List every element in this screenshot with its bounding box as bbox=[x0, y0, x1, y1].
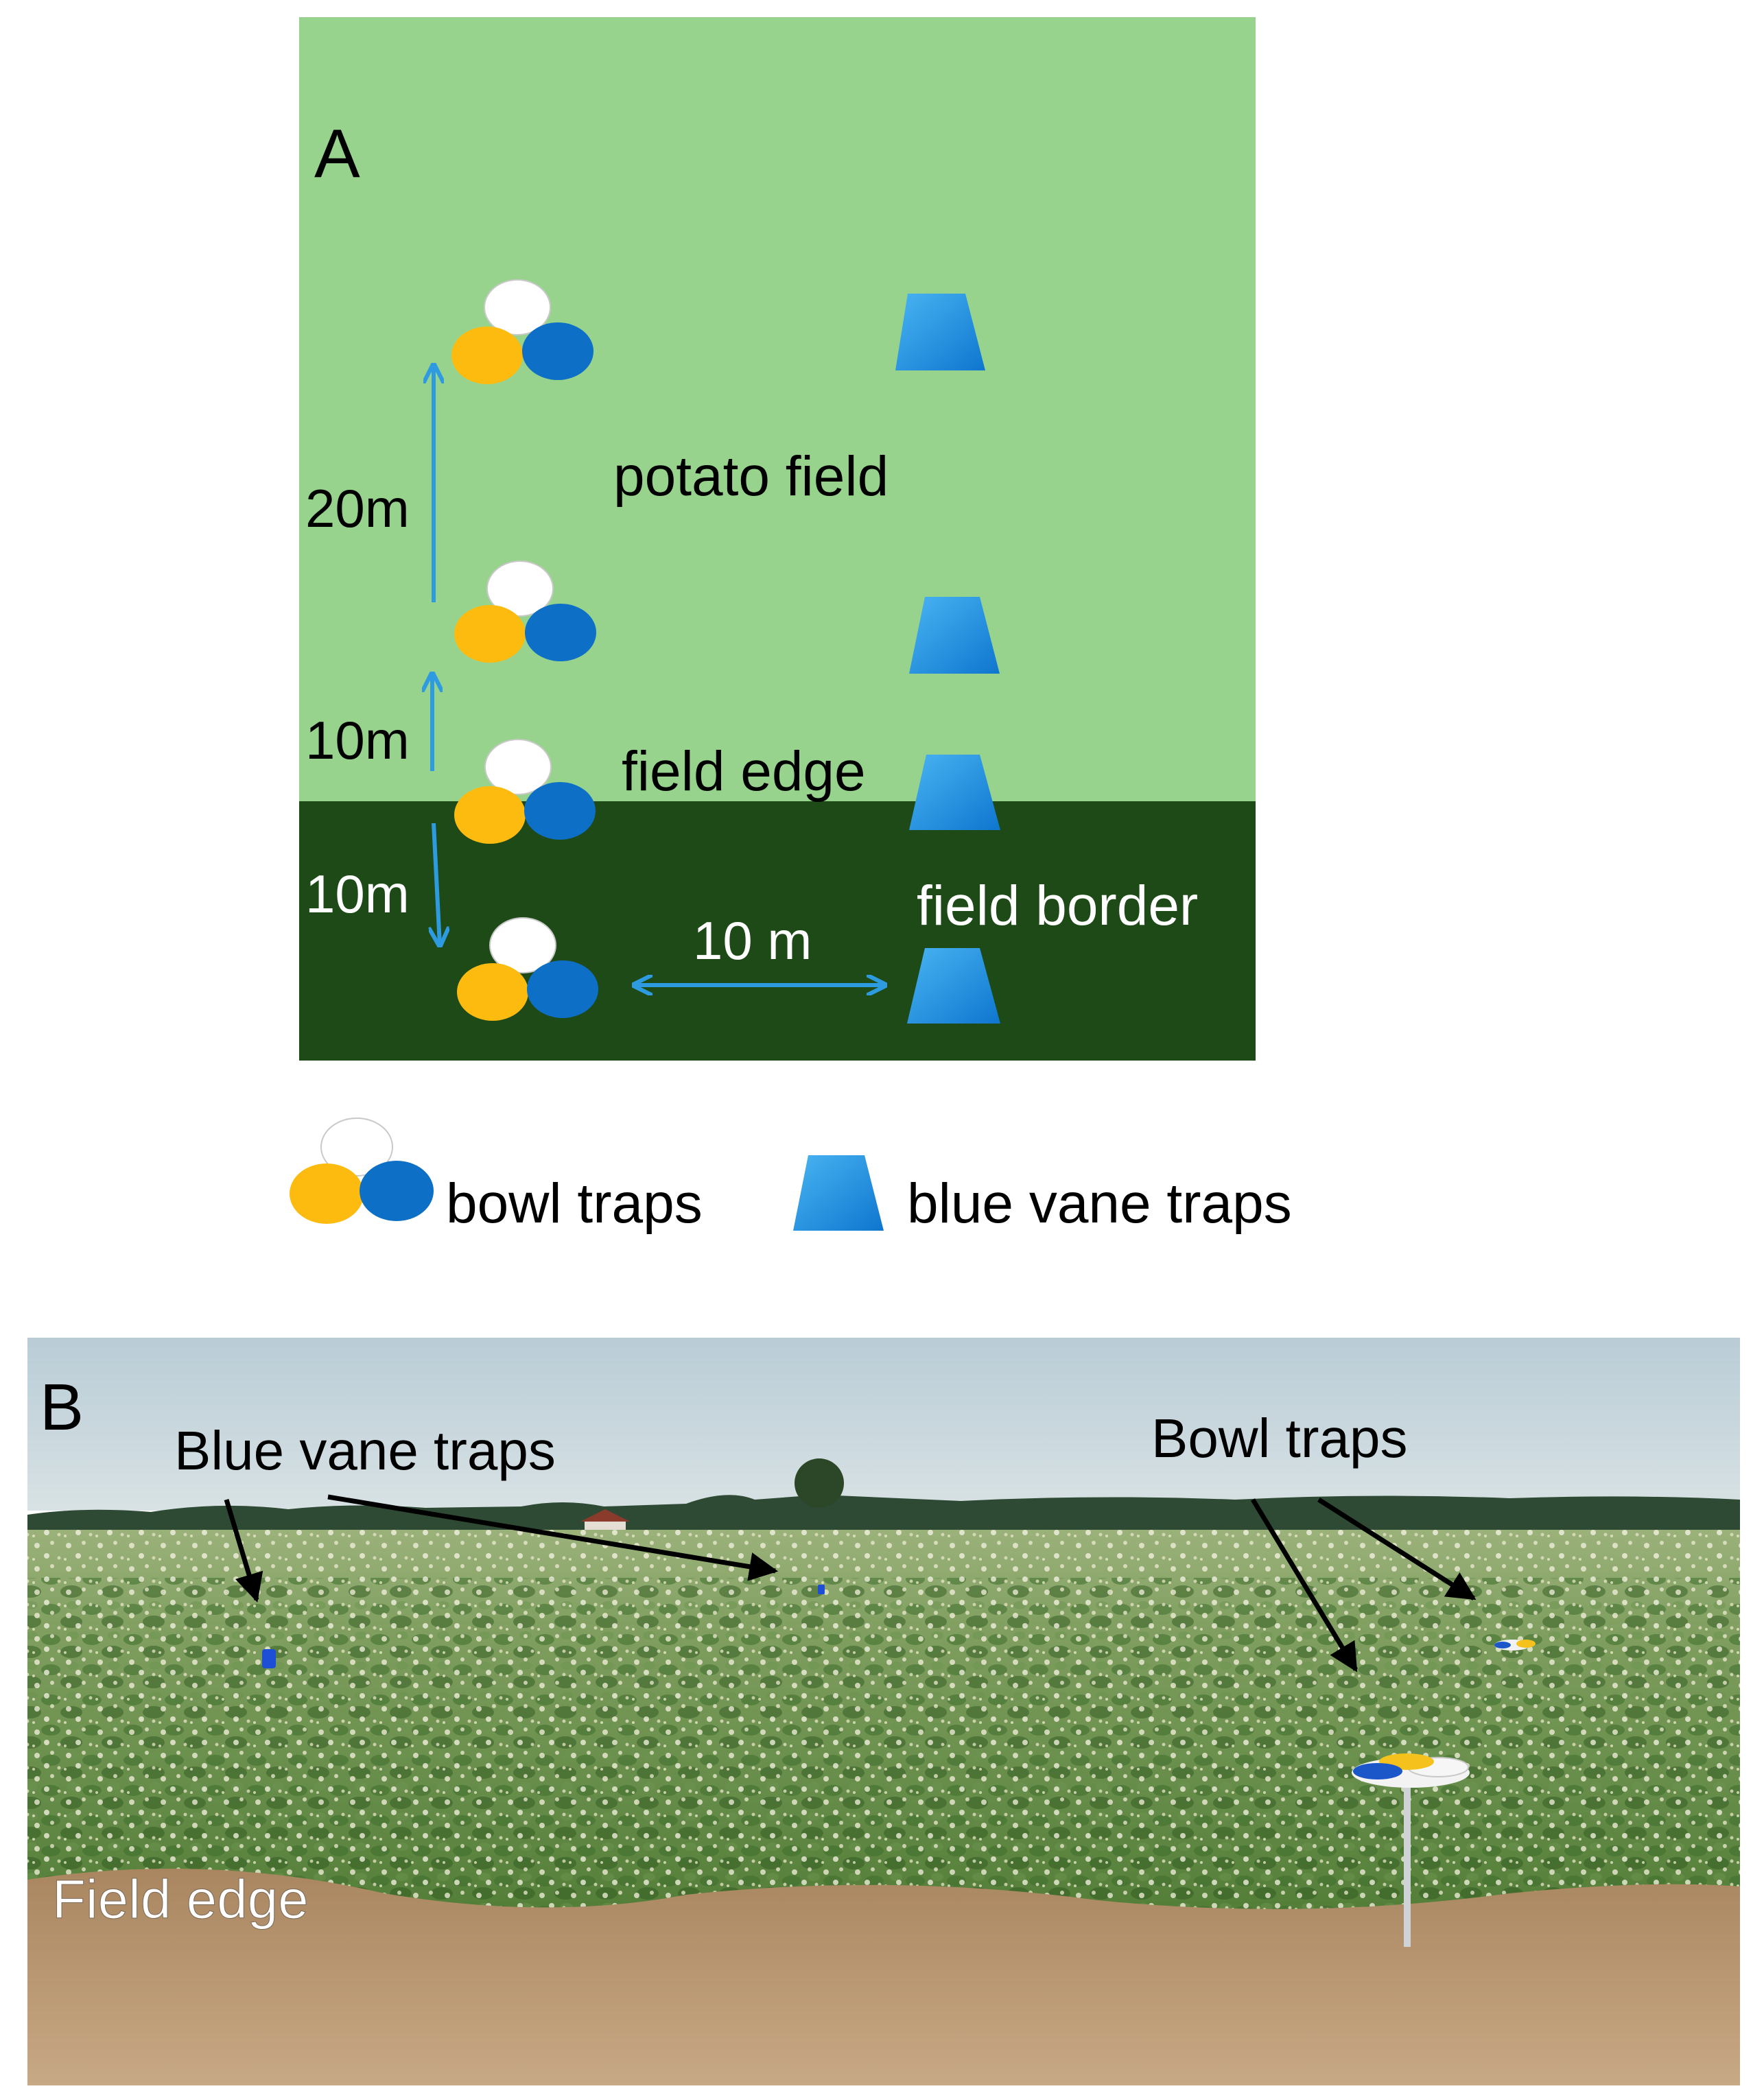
label-potato-field: potato field bbox=[613, 445, 889, 508]
blue-vane-trap-edge bbox=[909, 755, 1000, 830]
photo-blue-vane-trap-far bbox=[818, 1585, 825, 1594]
label-field-edge-photo: Field edge bbox=[52, 1869, 309, 1930]
blue-vane-trap-second bbox=[909, 597, 1000, 674]
panel-b-photo: B Blue vane traps Bowl traps Field edge bbox=[27, 1338, 1740, 2085]
sky bbox=[27, 1338, 1740, 1511]
label-bowl-traps: Bowl traps bbox=[1151, 1408, 1407, 1469]
legend-blue-vane-traps-label: blue vane traps bbox=[907, 1172, 1292, 1235]
soil bbox=[27, 1869, 1740, 2085]
blue-vane-trap-top bbox=[895, 294, 985, 370]
panel-a: A 20m bbox=[299, 17, 1256, 1061]
farm-house-roof bbox=[580, 1509, 630, 1522]
distance-label-10m-horizontal: 10 m bbox=[693, 910, 812, 971]
distance-label-20m: 20m bbox=[305, 478, 410, 539]
potato-crop-flowers bbox=[27, 1530, 1740, 1914]
treeline bbox=[27, 1485, 1740, 1534]
label-blue-vane-traps: Blue vane traps bbox=[174, 1420, 556, 1481]
bowl-trap-group-second bbox=[454, 560, 596, 663]
tall-tree bbox=[795, 1458, 844, 1508]
field-border-area bbox=[299, 801, 1256, 1061]
bowl-trap-group-top bbox=[451, 279, 593, 384]
legend-bowl-trap-icon bbox=[290, 1118, 434, 1224]
photo-bowl-trap-near bbox=[1352, 1753, 1470, 1947]
legend-blue-vane-trap-icon bbox=[793, 1155, 884, 1231]
photo-bowl-trap-far bbox=[1494, 1640, 1536, 1651]
label-field-edge: field edge bbox=[622, 740, 866, 803]
photo-blue-vane-trap-near bbox=[262, 1649, 276, 1668]
bowl-trap-group-border bbox=[457, 917, 598, 1021]
bowl-trap-group-edge bbox=[454, 739, 596, 844]
panel-b-letter: B bbox=[40, 1371, 84, 1444]
legend-bowl-traps-label: bowl traps bbox=[446, 1172, 703, 1235]
distance-label-10m-lower: 10m bbox=[305, 864, 410, 924]
label-field-border: field border bbox=[917, 875, 1198, 937]
distance-label-10m-upper: 10m bbox=[305, 710, 410, 770]
pointer-vane-far bbox=[327, 1494, 779, 1581]
legend: bowl traps blue vane traps bbox=[290, 1118, 1292, 1235]
pointer-vane-near bbox=[224, 1498, 263, 1603]
arrow-10m-lower bbox=[434, 823, 440, 945]
panel-a-letter: A bbox=[314, 115, 360, 192]
potato-field-area bbox=[299, 17, 1256, 805]
pointer-bowl-near bbox=[1251, 1498, 1358, 1672]
blue-vane-trap-border bbox=[907, 948, 1000, 1024]
pointer-bowl-far bbox=[1317, 1498, 1477, 1600]
